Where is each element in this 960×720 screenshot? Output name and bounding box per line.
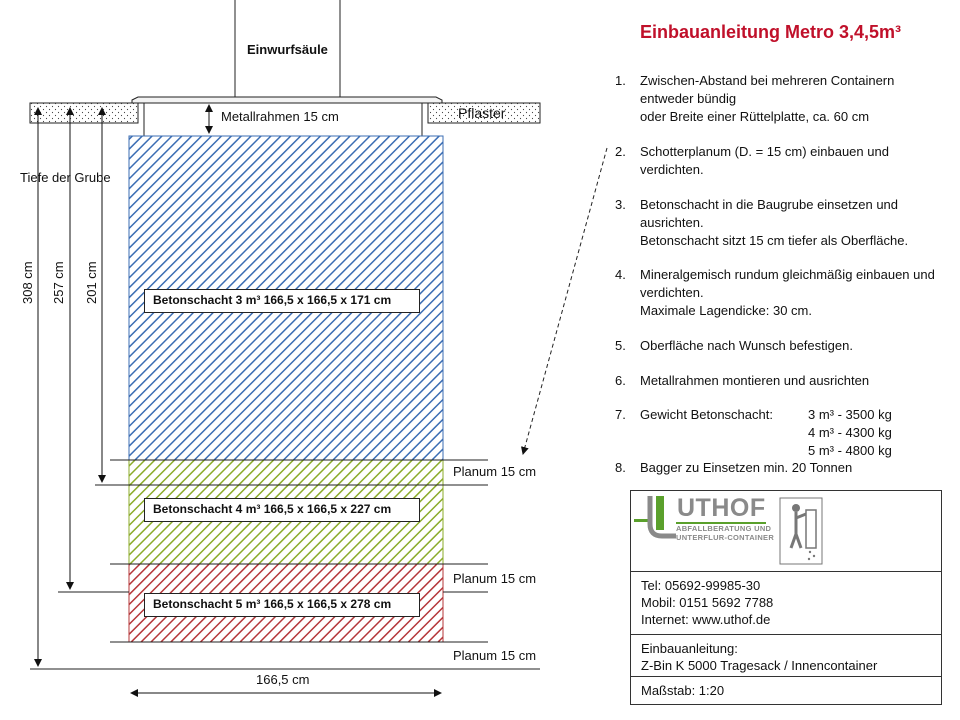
logo-name: UTHOF bbox=[677, 494, 766, 522]
einwurfsaeule-label: Einwurfsäule bbox=[247, 42, 328, 57]
step-text: Betonschacht in die Baugrube einsetzen u… bbox=[640, 197, 899, 212]
step-text: entweder bündig bbox=[640, 91, 737, 106]
depth-308-label: 308 cm bbox=[20, 261, 35, 304]
step-text: ausrichten. bbox=[640, 215, 704, 230]
step-text: Bagger zu Einsetzen min. 20 Tonnen bbox=[640, 460, 853, 475]
step-number: 3. bbox=[615, 197, 626, 212]
width-label: 166,5 cm bbox=[256, 672, 310, 687]
step-number: 7. bbox=[615, 407, 626, 422]
betonschacht-5-label: Betonschacht 5 m³ 166,5 x 166,5 x 278 cm bbox=[144, 593, 420, 617]
pflaster-label: Pflaster bbox=[458, 105, 506, 121]
page-title: Einbauanleitung Metro 3,4,5m³ bbox=[640, 22, 902, 42]
betonschacht-3-label: Betonschacht 3 m³ 166,5 x 166,5 x 171 cm bbox=[144, 289, 420, 313]
contact-tel: Tel: 05692-99985-30 bbox=[641, 578, 761, 593]
step-text: Mineralgemisch rundum gleichmäßig einbau… bbox=[640, 267, 935, 282]
metal-frame-plate bbox=[131, 96, 443, 104]
weight-value: 5 m³ - 4800 kg bbox=[808, 443, 892, 458]
step-number: 1. bbox=[615, 73, 626, 88]
planum-pointer-arrow bbox=[520, 147, 608, 455]
massstab-text: Maßstab: 1:20 bbox=[641, 683, 725, 698]
contact-internet: Internet: www.uthof.de bbox=[641, 612, 771, 627]
contact-mobil: Mobil: 0151 5692 7788 bbox=[641, 595, 774, 610]
step-text: verdichten. bbox=[640, 285, 704, 300]
step-number: 5. bbox=[615, 338, 626, 353]
step-number: 4. bbox=[615, 267, 626, 282]
metal-frame bbox=[143, 102, 423, 137]
logo-tagline-1: ABFALLBERATUNG UND bbox=[676, 524, 772, 533]
step-text: Oberfläche nach Wunsch befestigen. bbox=[640, 338, 853, 353]
tiefe-der-grube-label: Tiefe der Grube bbox=[20, 170, 111, 185]
einwurfsaeule-column bbox=[234, 0, 341, 100]
pflaster-left bbox=[29, 102, 139, 124]
step-number: 6. bbox=[615, 373, 626, 388]
depth-201-label: 201 cm bbox=[84, 261, 99, 304]
step-text: Zwischen-Abstand bei mehreren Containern bbox=[640, 73, 895, 88]
massstab-section: Maßstab: 1:20 bbox=[631, 676, 941, 704]
step-text: Betonschacht sitzt 15 cm tiefer als Ober… bbox=[640, 233, 909, 248]
step-number: 8. bbox=[615, 460, 626, 475]
step-number: 2. bbox=[615, 144, 626, 159]
weight-value: 4 m³ - 4300 kg bbox=[808, 425, 892, 440]
contact-section: Tel: 05692-99985-30 Mobil: 0151 5692 778… bbox=[631, 571, 941, 634]
planum-label-3: Planum 15 cm bbox=[453, 648, 537, 663]
depth-257-label: 257 cm bbox=[51, 261, 66, 304]
logo-tagline-2: UNTERFLUR-CONTAINER bbox=[676, 533, 775, 542]
step-text: oder Breite einer Rüttelplatte, ca. 60 c… bbox=[640, 109, 870, 124]
betonschacht-4-label: Betonschacht 4 m³ 166,5 x 166,5 x 227 cm bbox=[144, 498, 420, 522]
step-text: Maximale Lagendicke: 30 cm. bbox=[640, 303, 812, 318]
weight-label: Gewicht Betonschacht: bbox=[640, 407, 773, 422]
weight-value: 3 m³ - 3500 kg bbox=[808, 407, 892, 422]
einbau-value: Z-Bin K 5000 Tragesack / Innencontainer bbox=[641, 658, 878, 673]
step-text: Schotterplanum (D. = 15 cm) einbauen und bbox=[640, 144, 889, 159]
trash-person-icon bbox=[779, 497, 823, 565]
einbau-label: Einbauanleitung: bbox=[641, 641, 738, 656]
step-text: Metallrahmen montieren und ausrichten bbox=[640, 373, 870, 388]
planum-label-2: Planum 15 cm bbox=[453, 571, 537, 586]
uthof-logo bbox=[634, 496, 823, 565]
metallrahmen-label: Metallrahmen 15 cm bbox=[221, 109, 339, 124]
einbau-section: Einbauanleitung: Z-Bin K 5000 Tragesack … bbox=[631, 634, 941, 676]
step-text: verdichten. bbox=[640, 162, 704, 177]
company-info-box: Tel: 05692-99985-30 Mobil: 0151 5692 778… bbox=[630, 490, 942, 705]
planum-label-1: Planum 15 cm bbox=[453, 464, 537, 479]
pflaster-right bbox=[427, 102, 541, 124]
